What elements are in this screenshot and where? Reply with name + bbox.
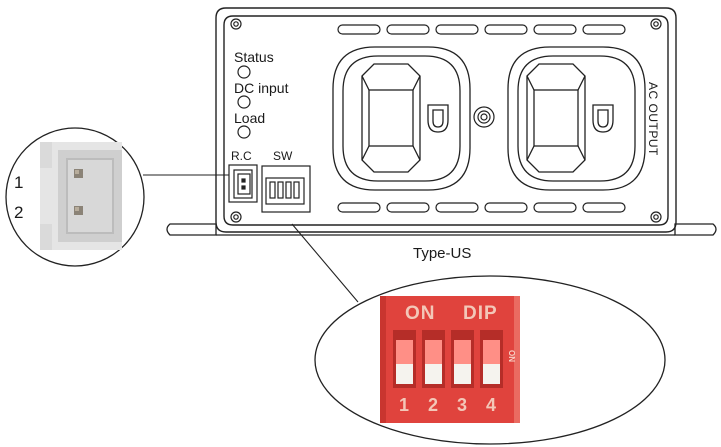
connector-photo xyxy=(40,142,122,250)
corner-screws xyxy=(230,18,662,223)
pin-label-2: 2 xyxy=(14,203,24,222)
dc-input-label: DC input xyxy=(234,80,289,96)
dip-number-2: 2 xyxy=(428,395,439,415)
rc-connector xyxy=(228,164,258,203)
dip-switch-photo xyxy=(380,296,520,423)
dc-input-led xyxy=(237,95,251,109)
rc-label: R.C xyxy=(231,149,252,163)
sw-dip-block xyxy=(261,165,311,213)
callout-leaders xyxy=(143,174,359,303)
top-vent-slots xyxy=(337,24,626,35)
connector-callout xyxy=(5,127,145,267)
ac-outlet-left xyxy=(332,46,471,191)
status-led xyxy=(237,65,251,79)
dip-number-1: 1 xyxy=(399,395,410,415)
ac-output-label: AC OUTPUT xyxy=(646,82,660,156)
type-caption: Type-US xyxy=(413,245,472,262)
pin-label-1: 1 xyxy=(14,173,24,192)
load-led xyxy=(237,125,251,139)
dip-dip-label: DIP xyxy=(463,303,498,324)
mounting-flange xyxy=(166,223,717,236)
ac-outlet-right xyxy=(507,46,646,191)
dip-side-on-label: ON xyxy=(507,350,516,362)
dip-number-3: 3 xyxy=(457,395,468,415)
center-screw xyxy=(473,106,495,128)
dip-callout xyxy=(314,275,666,445)
dip-on-label: ON xyxy=(405,303,436,324)
status-label: Status xyxy=(234,49,274,65)
dip-number-4: 4 xyxy=(486,395,497,415)
bottom-vent-slots xyxy=(337,202,626,213)
inverter-front-panel xyxy=(215,7,677,233)
load-label: Load xyxy=(234,110,266,126)
dip-levers xyxy=(396,340,500,384)
status-leds xyxy=(237,65,251,139)
sw-label: SW xyxy=(273,149,293,163)
